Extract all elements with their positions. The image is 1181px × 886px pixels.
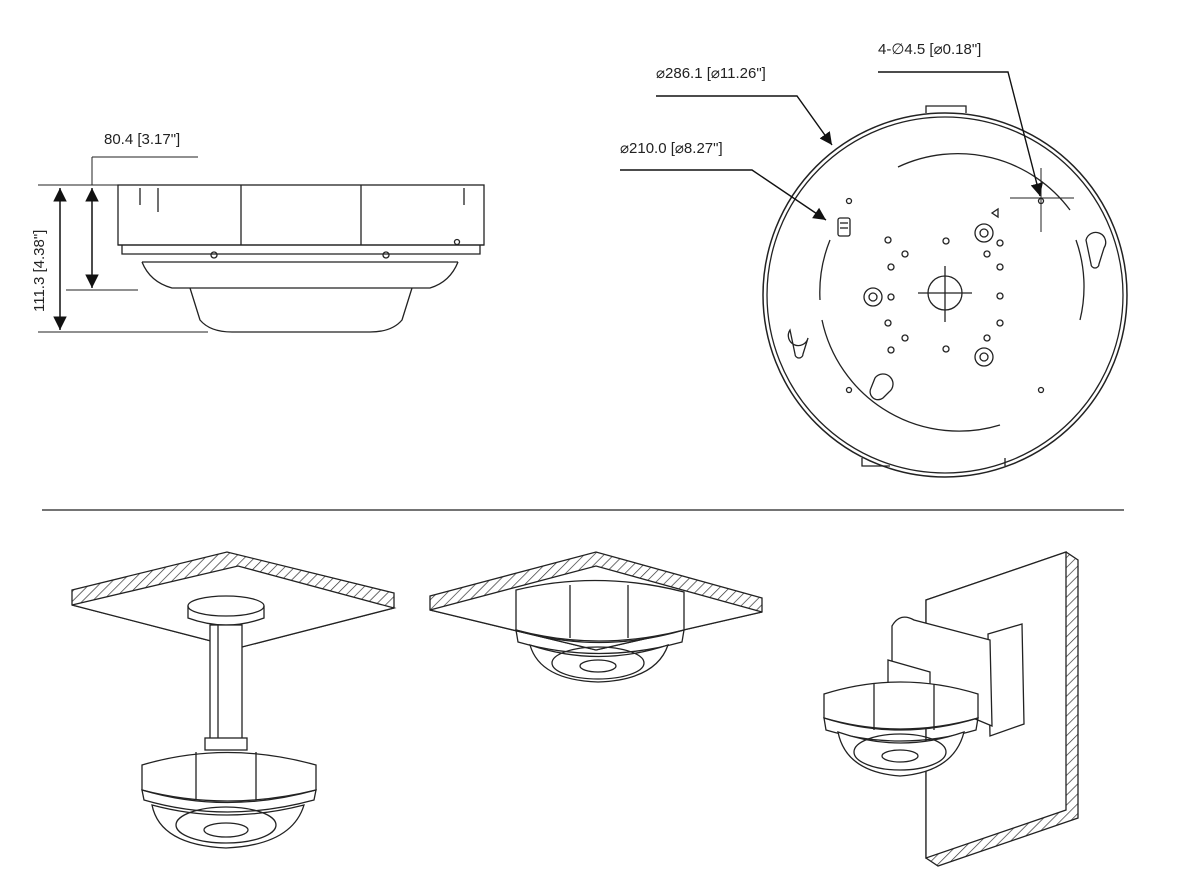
pendant-mount-illustration xyxy=(71,551,397,849)
bottom-dimension-leaders xyxy=(620,71,1043,221)
wall-mount-illustration xyxy=(823,551,1079,867)
ceiling-mount-illustration xyxy=(429,551,763,683)
bolt-circle-diameter-label: ⌀210.0 [⌀8.27"] xyxy=(620,140,723,157)
outer-diameter-label: ⌀286.1 [⌀11.26"] xyxy=(656,65,766,82)
side-dimension-lines xyxy=(38,156,208,333)
side-view-camera xyxy=(117,184,485,333)
bottom-view-camera xyxy=(762,105,1128,478)
mounting-holes-label: 4-∅4.5 [⌀0.18"] xyxy=(878,41,982,58)
depth-dimension-label: 80.4 [3.17"] xyxy=(104,131,181,148)
